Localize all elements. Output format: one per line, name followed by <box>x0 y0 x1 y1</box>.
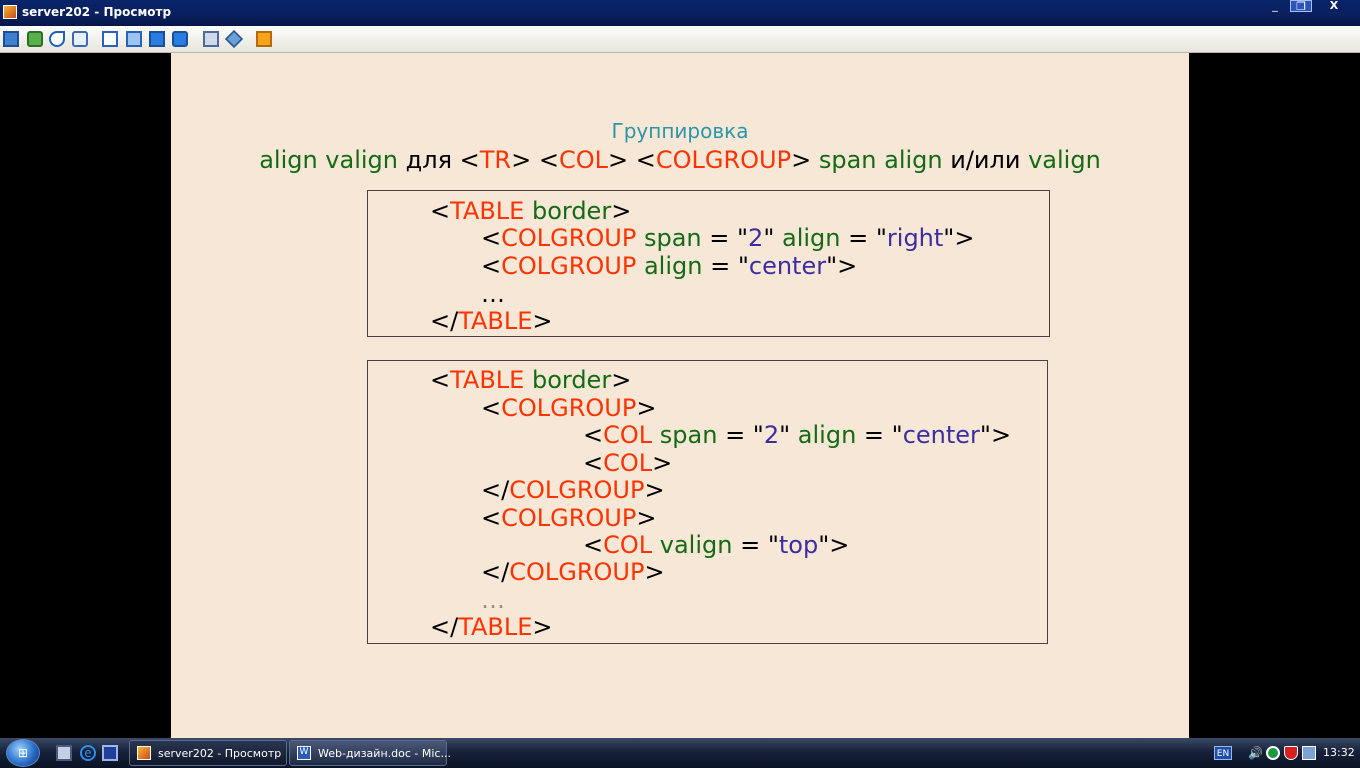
language-indicator[interactable]: EN <box>1214 746 1232 760</box>
window-title: server202 - Просмотр <box>22 5 172 19</box>
slide-title: Группировка <box>611 119 749 143</box>
network-icon[interactable] <box>27 31 43 47</box>
phone-icon[interactable] <box>49 31 65 47</box>
taskbar-item-viewer[interactable]: server202 - Просмотр <box>129 740 287 766</box>
chat-icon[interactable] <box>72 31 88 47</box>
taskbar-item-word[interactable]: W Web-дизайн.doc - Mic... <box>289 740 451 766</box>
start-button[interactable]: ⊞ <box>6 739 40 767</box>
security-status-icon[interactable] <box>1266 746 1280 760</box>
subtitle-part: span align <box>818 146 943 174</box>
fullscreen-icon[interactable] <box>149 31 165 47</box>
subtitle-part: > <box>791 146 819 174</box>
close-session-icon[interactable] <box>256 31 272 47</box>
window-icon[interactable] <box>102 31 118 47</box>
volume-icon[interactable]: 🔊 <box>1248 746 1263 760</box>
subtitle-part: для < <box>398 146 480 174</box>
code-line: <COLGROUP> <box>481 504 657 532</box>
code-line: <COL> <box>583 449 673 477</box>
code-line: </TABLE> <box>430 613 553 641</box>
code-line: <COL span = "2" align = "center"> <box>583 421 1012 449</box>
task-label: server202 - Просмотр <box>158 747 282 760</box>
code-line: </TABLE> <box>430 307 553 335</box>
code-line: <TABLE border> <box>430 366 632 394</box>
show-desktop-icon[interactable] <box>56 745 72 761</box>
subtitle-part: > < <box>511 146 559 174</box>
app-icon <box>3 5 17 19</box>
network-tray-icon[interactable] <box>1302 746 1316 760</box>
code-line: … <box>481 280 505 308</box>
code-box-2: <TABLE border> <COLGROUP> <COL span = "2… <box>367 360 1048 644</box>
subtitle-part: valign <box>1028 146 1101 174</box>
subtitle-part: COLGROUP <box>655 146 792 174</box>
code-box-1: <TABLE border> <COLGROUP span = "2" alig… <box>367 190 1050 337</box>
display-icon[interactable] <box>3 31 19 47</box>
settings-icon[interactable] <box>224 29 244 49</box>
subtitle-part: TR <box>479 146 512 174</box>
code-line: <COLGROUP align = "center"> <box>481 252 858 280</box>
code-line: <TABLE border> <box>430 197 632 225</box>
viewer-app-icon <box>137 746 151 760</box>
viewer-toolbar <box>0 26 1360 53</box>
code-line: <COLGROUP span = "2" align = "right"> <box>481 224 975 252</box>
close-button[interactable]: X <box>1329 0 1339 12</box>
subtitle-part: > < <box>607 146 656 174</box>
slide-subtitle: align valign для <TR> <COL> <COLGROUP> s… <box>171 146 1189 174</box>
code-line: </COLGROUP> <box>481 476 665 504</box>
code-line: <COL valign = "top"> <box>583 531 850 559</box>
code-line: </COLGROUP> <box>481 558 665 586</box>
media-player-icon[interactable] <box>102 745 118 761</box>
subtitle-part: и/или <box>942 146 1029 174</box>
window-titlebar[interactable]: server202 - Просмотр _ ❐ X <box>0 0 1360 26</box>
copy-icon[interactable] <box>203 31 219 47</box>
subtitle-part: align valign <box>259 146 398 174</box>
code-line: <COLGROUP> <box>481 394 657 422</box>
clock[interactable]: 13:32 <box>1323 746 1355 759</box>
fit-screen-icon[interactable] <box>126 31 142 47</box>
subtitle-part: COL <box>558 146 608 174</box>
taskbar: ⊞ e server202 - Просмотр W Web-дизайн.do… <box>0 738 1360 768</box>
refresh-icon[interactable] <box>172 31 188 47</box>
word-icon: W <box>297 746 311 760</box>
task-label: Web-дизайн.doc - Mic... <box>318 747 451 760</box>
code-line: … <box>481 586 505 614</box>
restore-button[interactable]: ❐ <box>1290 0 1312 13</box>
shield-icon[interactable] <box>1284 746 1298 760</box>
minimize-button[interactable]: _ <box>1272 0 1278 12</box>
slide: Группировка align valign для <TR> <COL> … <box>171 53 1189 738</box>
internet-explorer-icon[interactable]: e <box>80 745 96 761</box>
